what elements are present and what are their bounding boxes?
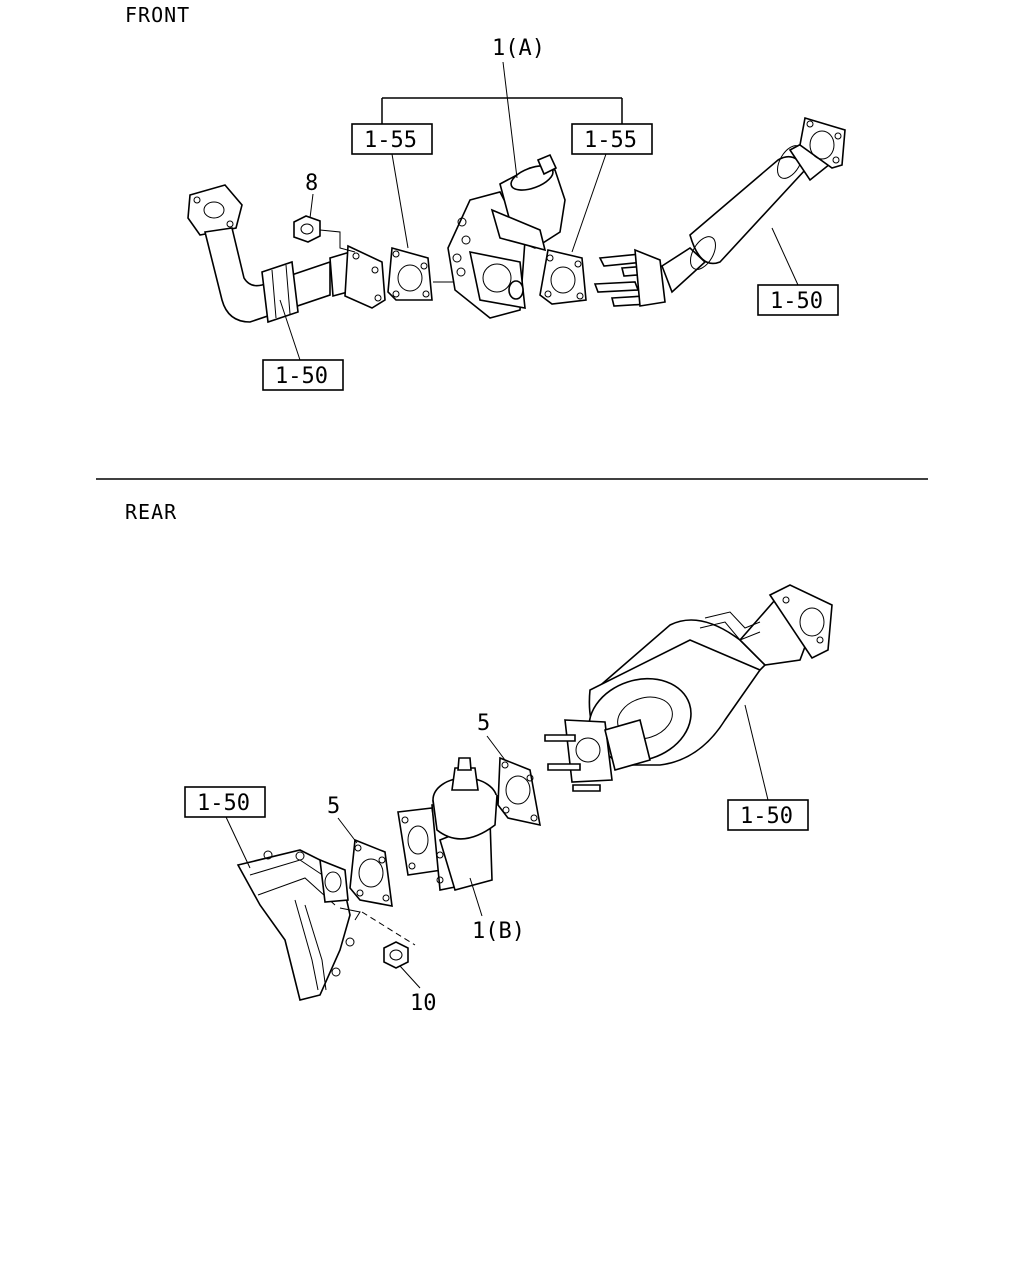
leader-8-front (309, 193, 314, 219)
section-title-rear: REAR (125, 500, 177, 524)
section-title-front: FRONT (125, 3, 190, 27)
leader-155-right (571, 153, 607, 253)
callout-8-front: 8 (305, 171, 318, 196)
callout-box-150-rear-right (727, 799, 809, 831)
rear-nut-10 (383, 941, 409, 969)
front-exhaust-pipe-right (593, 116, 846, 307)
leader-150-front-left (279, 299, 301, 361)
callout-box-150-rear-left (184, 786, 266, 818)
front-exhaust-pipe-left (187, 184, 386, 324)
leader-150-rear-left (225, 816, 251, 869)
front-gasket-right (539, 249, 587, 305)
leader-150-rear-right (744, 704, 769, 801)
rear-flange-studs (544, 719, 651, 792)
callout-155-left: 1-55 (364, 128, 417, 153)
callout-150-front-left: 1-50 (275, 364, 328, 389)
front-gasket-left (387, 246, 433, 301)
callout-150-rear-right: 1-50 (740, 804, 793, 829)
front-exhaust-brake-valve-1a (447, 153, 566, 319)
leader-1a (502, 61, 518, 179)
callout-1a: 1(A) (492, 36, 545, 61)
callout-box-155-right (571, 123, 653, 155)
callout-10: 10 (410, 991, 437, 1016)
leader-dashed-nut-10 (361, 911, 416, 946)
leader-5-rear-lower (337, 817, 358, 844)
rear-exhaust-manifold (236, 849, 361, 1001)
callout-155-right: 1-55 (584, 128, 637, 153)
leader-1b (469, 877, 483, 917)
leader-8-to-pipe (319, 229, 356, 253)
callout-150-front-right: 1-50 (770, 289, 823, 314)
rear-exhaust-brake-valve-1b (397, 757, 498, 891)
callout-5-rear-upper: 5 (477, 711, 490, 736)
leader-5-rear-upper (486, 735, 506, 761)
rear-gasket-lower (349, 838, 393, 907)
callout-5-rear-lower: 5 (327, 794, 340, 819)
callout-150-rear-left: 1-50 (197, 791, 250, 816)
callout-1b: 1(B) (472, 919, 525, 944)
leader-10 (399, 965, 421, 989)
leader-155-left (391, 153, 409, 249)
callout-box-150-front-left (262, 359, 344, 391)
leader-150-front-right (771, 227, 799, 286)
front-nut-8 (293, 215, 321, 243)
rear-gasket-upper (497, 756, 542, 827)
